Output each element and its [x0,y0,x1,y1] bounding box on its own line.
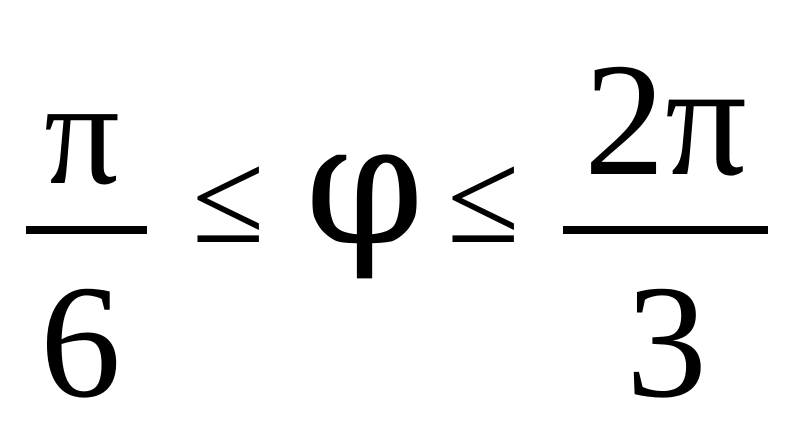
right-fraction-denominator: 3 [626,253,707,432]
left-fraction-denominator: 6 [40,253,121,432]
variable-phi: φ [305,86,425,284]
right-fraction-numerator: 2π [584,31,747,210]
left-fraction-numerator: π [44,50,120,216]
left-fraction-bar [26,226,147,234]
less-equal-symbol-1: ≤ [192,124,265,271]
right-fraction-bar [563,226,768,234]
less-equal-symbol-2: ≤ [447,124,520,271]
